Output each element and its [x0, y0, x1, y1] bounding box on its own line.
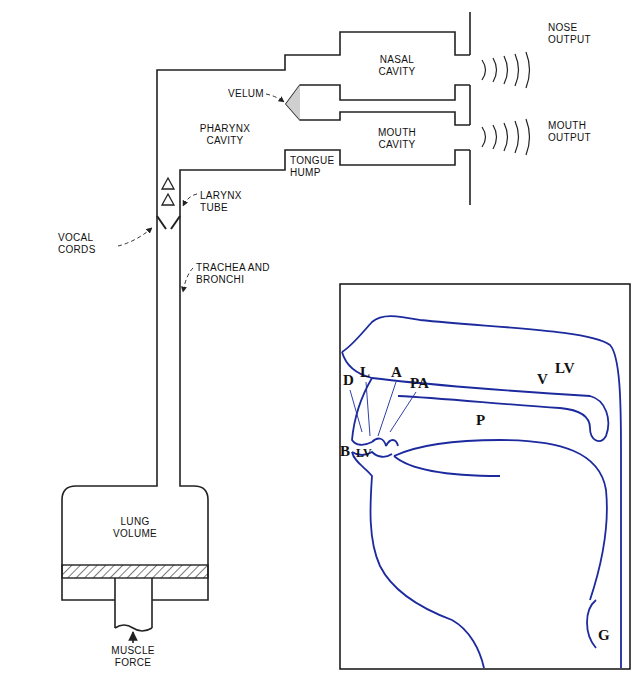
articulator-letter: V — [537, 372, 548, 387]
wave-arc — [515, 54, 519, 86]
wave-arc — [482, 60, 486, 80]
force-arrow — [132, 632, 134, 643]
wave-arc — [493, 58, 497, 82]
articulator-letter: PA — [410, 376, 429, 391]
part-label: VOCAL CORDS — [58, 232, 118, 256]
part-label: TRACHEA AND BRONCHI — [196, 262, 270, 286]
inset-frame — [340, 284, 630, 669]
articulator-letter: LV — [356, 447, 372, 459]
wave-arc — [526, 119, 530, 155]
wave-arc — [526, 52, 530, 88]
output-label: MOUTH OUTPUT — [548, 120, 606, 144]
nasal-cavity: NASAL CAVITY — [362, 52, 432, 80]
articulator-letter: P — [476, 413, 485, 428]
leader-lines — [118, 94, 284, 292]
pharynx-cavity: PHARYNX CAVITY — [193, 121, 257, 149]
wave-arc — [515, 121, 519, 153]
cavity-label: LUNG VOLUME — [102, 516, 168, 540]
head-profile — [342, 316, 621, 668]
articulator-letter: A — [391, 365, 402, 380]
cavity-label: MOUTH CAVITY — [364, 127, 430, 151]
piston — [62, 565, 208, 578]
mouth-cavity: MOUTH CAVITY — [362, 125, 432, 153]
cavity-label: NASAL CAVITY — [364, 54, 430, 78]
part-label: TONGUE HUMP — [290, 155, 338, 179]
part-label: VELUM — [228, 88, 264, 100]
cavity-label: PHARYNX CAVITY — [195, 123, 255, 147]
wave-arc — [493, 125, 497, 149]
sound-waves — [482, 52, 530, 155]
force-label: MUSCLE FORCE — [98, 645, 168, 669]
articulator-letter: B — [340, 444, 350, 459]
lung-volume: LUNG VOLUME — [100, 514, 170, 542]
wave-arc — [504, 123, 508, 151]
vocal-cords — [157, 216, 180, 229]
articulator-letter: L — [360, 365, 370, 380]
inset-leaders — [350, 382, 416, 436]
wave-arc — [482, 127, 486, 147]
glottal-pulses — [162, 178, 174, 205]
velum-flap — [286, 85, 300, 120]
output-label: NOSE OUTPUT — [548, 22, 606, 46]
articulator-letter: D — [343, 373, 354, 388]
articulator-letter: G — [598, 628, 610, 643]
articulator-letter: LV — [555, 361, 574, 376]
wave-arc — [504, 56, 508, 84]
part-label: LARYNX TUBE — [200, 190, 252, 214]
